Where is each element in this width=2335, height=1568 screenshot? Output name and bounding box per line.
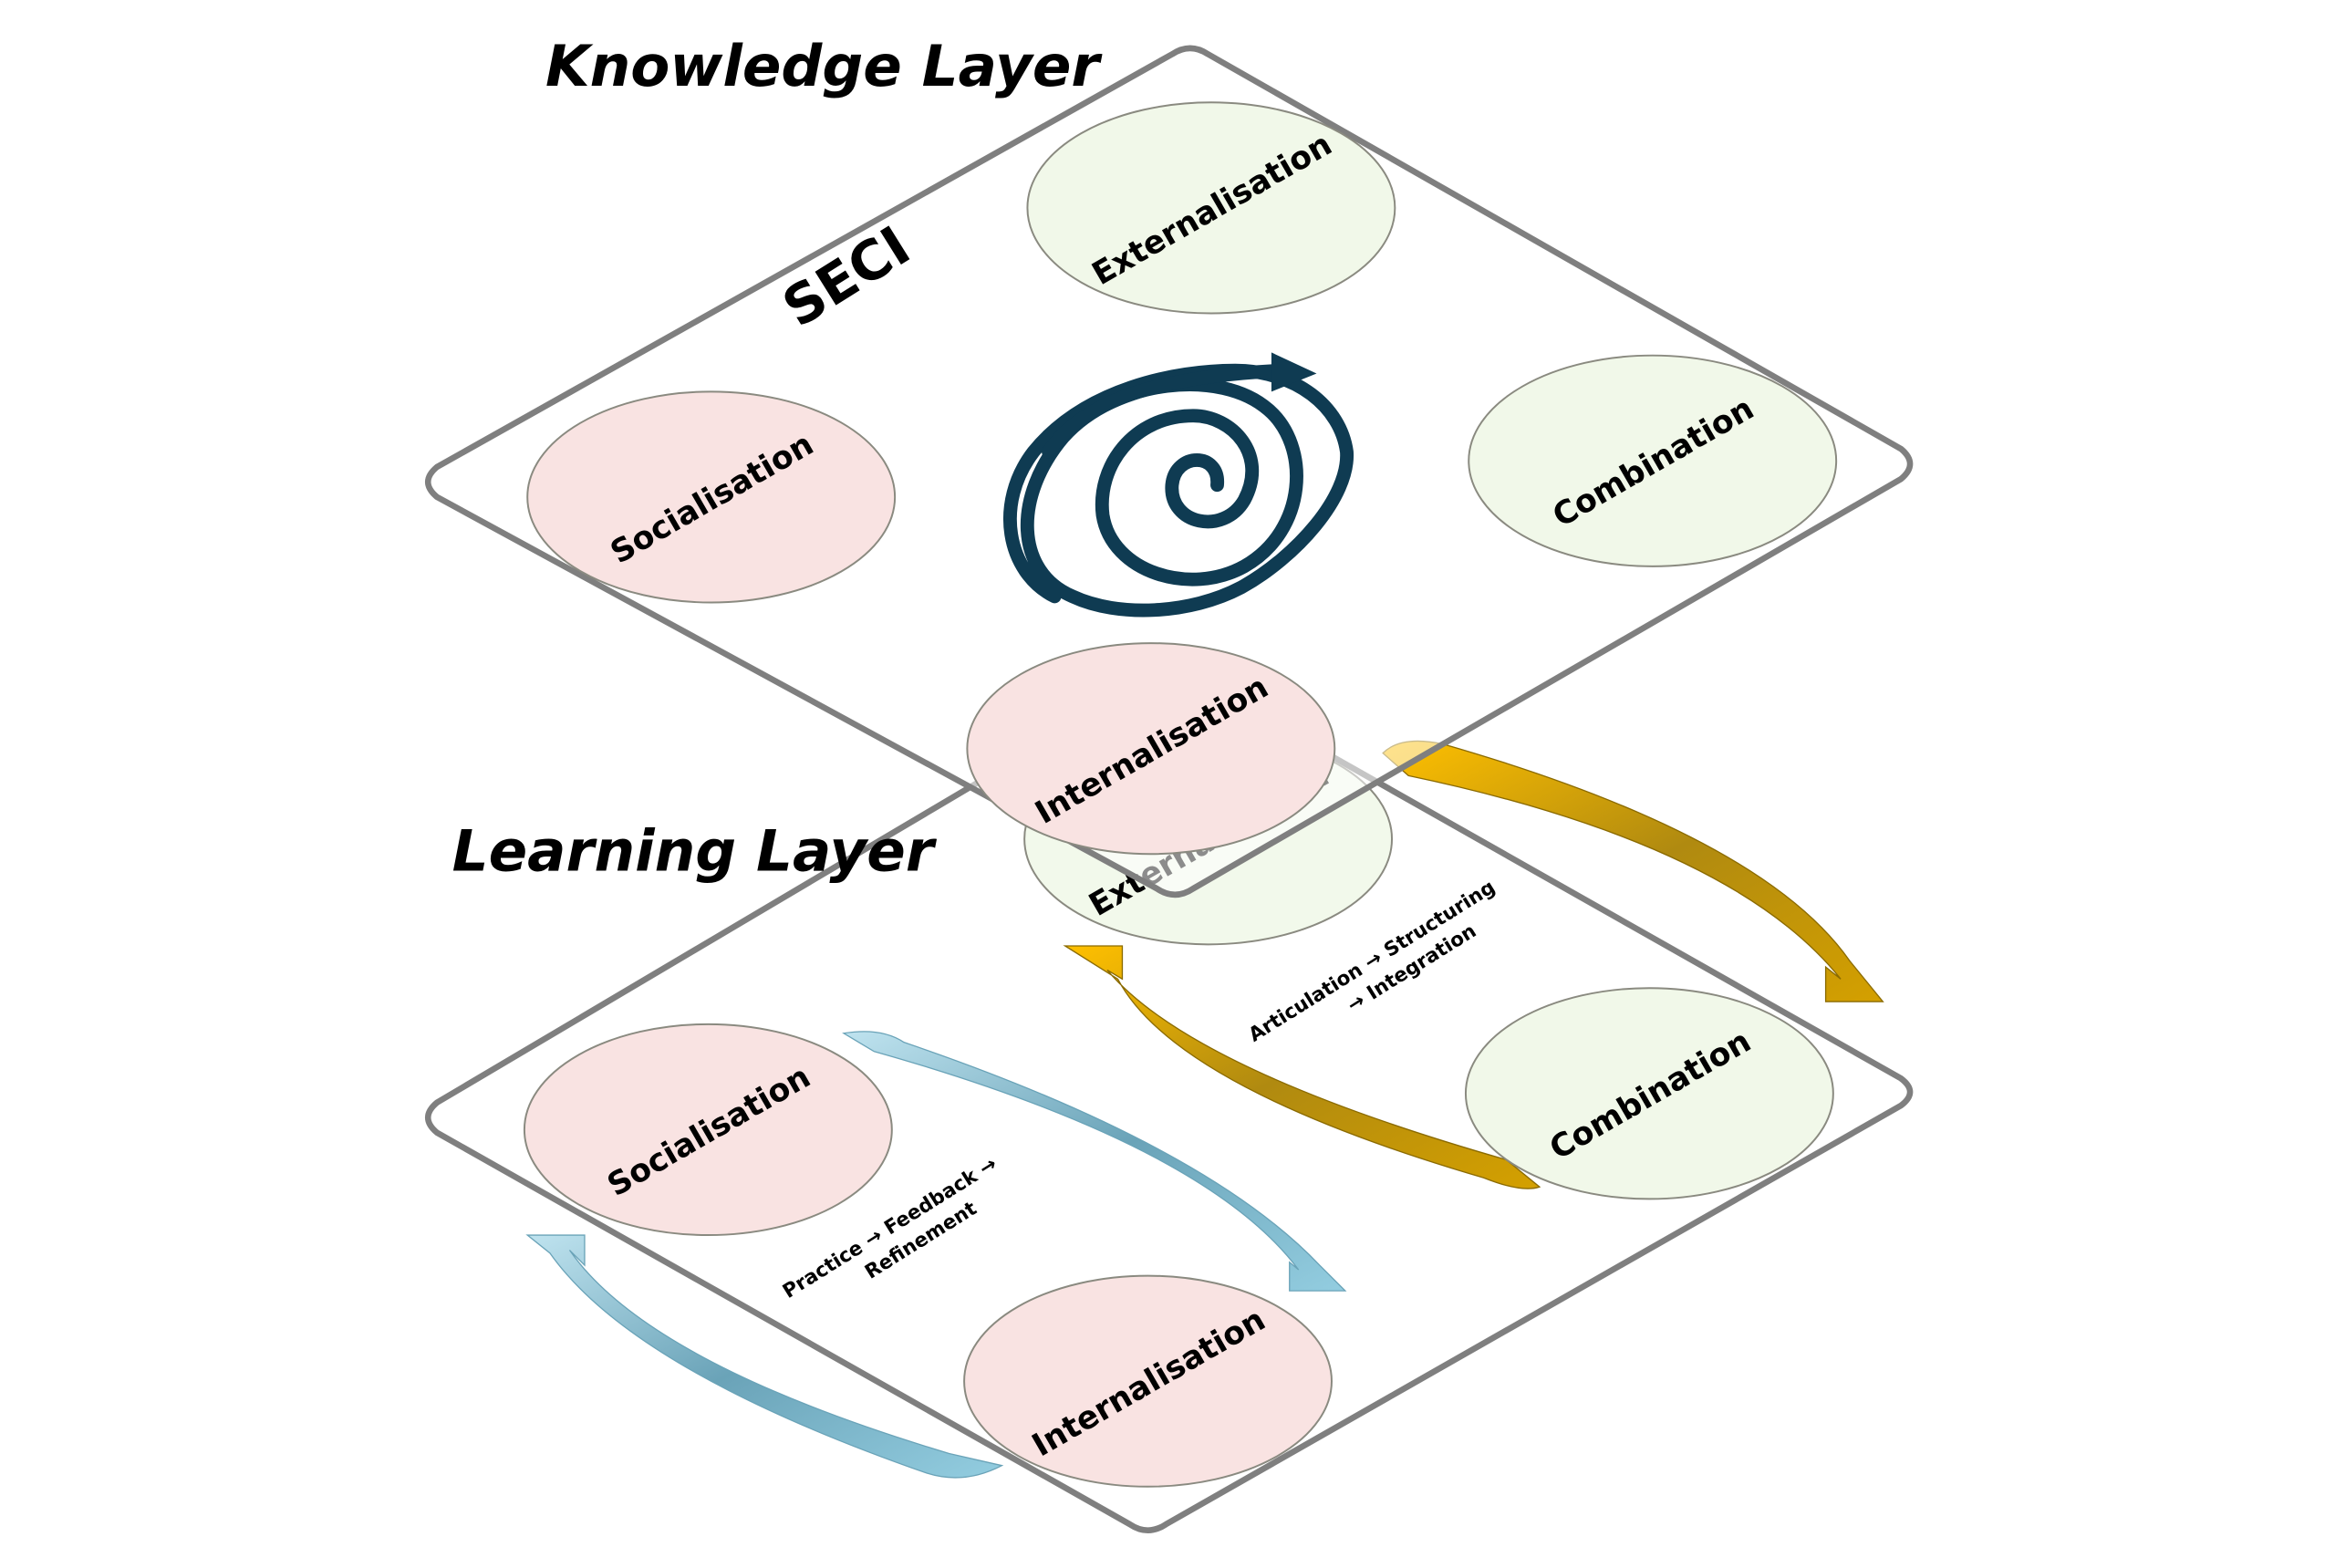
knowledge-combination-ellipse: [1468, 354, 1838, 567]
learning-node-socialisation: Socialisation: [523, 1023, 893, 1237]
learning-internalisation-ellipse: [963, 1274, 1333, 1488]
tacit-cycle-arrow-up: [525, 1234, 1004, 1479]
knowledge-layer: SECI Socialisation Externalisation Combi…: [424, 33, 1914, 898]
knowledge-internalisation-ellipse: [966, 642, 1336, 856]
spiral-arrowhead-icon: [1271, 352, 1317, 392]
knowledge-externalisation-ellipse: [1026, 101, 1396, 315]
learning-node-combination: Combination: [1464, 987, 1834, 1200]
learning-socialisation-ellipse: [523, 1023, 893, 1237]
knowledge-node-internalisation: Internalisation: [966, 642, 1336, 856]
tacit-cycle-arrow-down: [842, 1031, 1347, 1292]
explicit-cycle-arrow-up: [1063, 945, 1541, 1189]
learning-layer-title: Learning Layer: [452, 817, 938, 884]
learning-layer: Socialisation Externalisation Combinatio…: [424, 668, 1914, 1533]
knowledge-node-externalisation: Externalisation: [1026, 101, 1396, 315]
knowledge-node-combination: Combination: [1468, 354, 1838, 567]
spiral-top-arc: [1042, 363, 1288, 459]
learning-node-internalisation: Internalisation: [963, 1274, 1333, 1488]
knowledge-node-socialisation: Socialisation: [526, 390, 897, 604]
knowledge-socialisation-ellipse: [526, 390, 897, 604]
learning-combination-ellipse: [1464, 987, 1834, 1200]
knowledge-layer-title: Knowledge Layer: [545, 33, 1103, 99]
